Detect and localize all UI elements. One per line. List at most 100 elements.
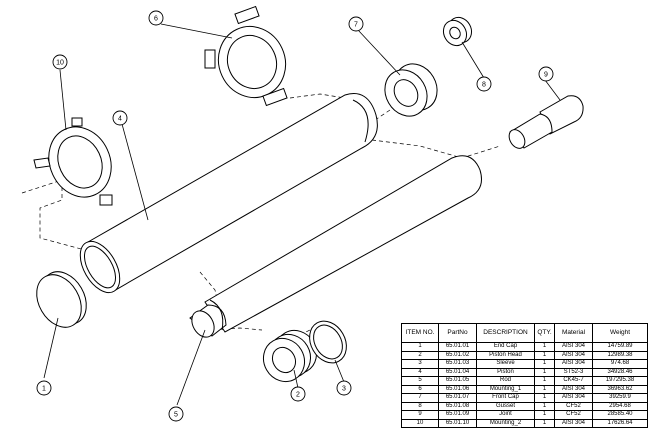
bom-cell: CF52 [554,401,593,411]
bom-cell: 8 [401,401,439,411]
bom-cell: 9 [401,410,439,420]
bom-cell: End Cap [476,342,535,352]
part-gusset [442,16,473,47]
bom-header-cell: PartNo [438,323,477,343]
bom-cell: AISI 304 [554,342,593,352]
balloon-4: 4 [112,110,128,126]
bom-cell: CF52 [554,410,593,420]
bom-cell: 17626.64 [592,418,648,428]
bom-cell: 1 [534,384,555,394]
balloon-3: 3 [336,380,352,396]
balloon-1: 1 [36,380,52,396]
bom-cell: 5 [401,376,439,386]
bom-cell: 1 [534,342,555,352]
balloon-circle [36,380,52,396]
leader-lines [43,23,561,406]
bom-cell: 10 [401,418,439,428]
bom-cell: Front Cap [476,393,535,403]
bom-cell: AISI 304 [554,418,593,428]
balloon-label: 8 [482,82,486,89]
bom-cell: 1 [534,393,555,403]
bom-cell: 3 [401,359,439,369]
part-piston-tube [79,93,378,294]
balloon-label: 7 [354,22,358,29]
part-rod [189,155,482,338]
bom-cell: 34928.46 [592,367,648,377]
bom-cell: 65.01.07 [438,393,477,403]
bom-header-cell: DESCRIPTION [476,323,535,343]
bom-cell: AISI 304 [554,393,593,403]
bom-cell: 14759.89 [592,342,648,352]
bom-cell: 65.01.01 [438,342,477,352]
bom-cell: 2 [401,350,439,360]
part-front-cap [384,63,438,117]
bom-cell: Sleeve [476,359,535,369]
bom-cell: 65.01.08 [438,401,477,411]
bom-cell: 65.01.05 [438,376,477,386]
bom-cell: 36963.62 [592,384,648,394]
bom-header-cell: ITEM NO. [401,323,439,343]
bom-cell: 39259.9 [592,393,648,403]
bom-cell: 7 [401,393,439,403]
balloon-label: 2 [296,392,300,399]
bom-cell: 65.01.10 [438,418,477,428]
bom-cell: CK45-7 [554,376,593,386]
bom-cell: 65.01.02 [438,350,477,360]
balloon-label: 10 [56,60,64,67]
bom-cell: AISI 304 [554,384,593,394]
balloon-circle [538,66,554,82]
balloon-circle [112,110,128,126]
balloon-9: 9 [538,66,554,82]
bom-cell: Gusset [476,401,535,411]
balloon-8: 8 [476,76,492,92]
bom-cell: Mounting_1 [476,384,535,394]
balloon-circle [348,16,364,32]
bom-cell: Rod [476,376,535,386]
balloon-circle [148,10,164,26]
balloon-label: 1 [42,386,46,393]
bom-cell: 197295.38 [592,376,648,386]
bom-cell: 1 [534,350,555,360]
bom-header-cell: Material [554,323,593,343]
bom-cell: 65.01.09 [438,410,477,420]
bom-cell: 1 [534,376,555,386]
part-mounting-2 [33,117,113,206]
bom-cell: 6 [401,384,439,394]
bom-cell: 65.01.04 [438,367,477,377]
bom-cell: Piston [476,367,535,377]
balloon-label: 4 [118,116,122,123]
bom-cell: 1 [534,401,555,411]
bom-cell: 65.01.06 [438,384,477,394]
balloon-5: 5 [168,406,184,422]
balloon-circle [52,54,68,70]
bom-cell: 12989.38 [592,350,648,360]
balloon-circle [290,386,306,402]
part-joint [508,95,584,149]
bom-cell: 1 [534,359,555,369]
balloon-label: 6 [154,16,158,23]
bom-cell: 1 [534,418,555,428]
balloon-label: 3 [342,386,346,393]
balloon-label: 9 [544,72,548,79]
bom-cell: Mounting_2 [476,418,535,428]
part-end-cap [36,271,87,328]
bom-cell: 1 [401,342,439,352]
bom-cell: 65.01.03 [438,359,477,369]
bom-cell: 1 [534,367,555,377]
bom-cell: Joint [476,410,535,420]
bom-header-cell: Weight [592,323,648,343]
bom-cell: AISI 304 [554,359,593,369]
